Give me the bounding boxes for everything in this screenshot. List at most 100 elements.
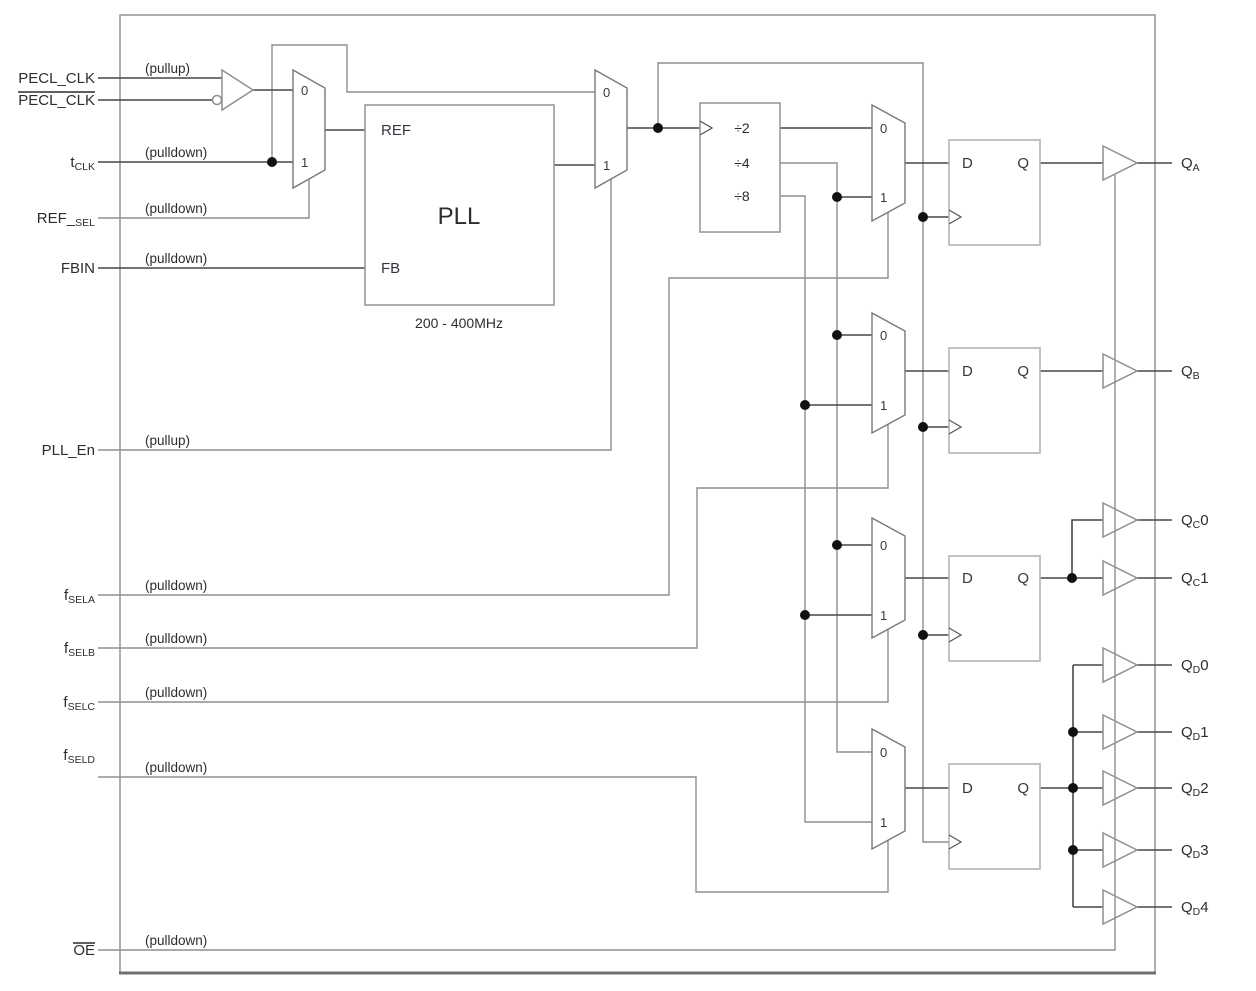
pull-fselc: (pulldown)	[145, 685, 207, 700]
output-label-qc0: QC0	[1181, 512, 1209, 531]
divider-div2-label: ÷2	[734, 120, 750, 136]
wire-clock-distribution-rail	[657, 62, 949, 843]
output-label-qa: QA	[1181, 155, 1200, 174]
output-label-qd4: QD4	[1181, 899, 1209, 918]
divider-block	[699, 102, 781, 233]
junction-div8-muxb	[800, 400, 810, 410]
divider-div4-label: ÷4	[734, 155, 750, 171]
junction-div4-muxc	[832, 540, 842, 550]
input-label-fselb: fSELB	[64, 640, 95, 659]
output-label-qd1: QD1	[1181, 724, 1209, 743]
output-buffer-qd0	[1102, 646, 1139, 684]
dffa-d-label: D	[962, 155, 973, 172]
wire-qc0-branch	[1071, 519, 1103, 578]
input-label-fselc: fSELC	[63, 694, 95, 713]
inverting-bubble-icon	[211, 94, 223, 106]
muxa-in0-label: 0	[880, 121, 887, 136]
input-label-tclk: tCLK	[70, 154, 95, 173]
muxa-in1-label: 1	[880, 190, 887, 205]
output-buffer-qd2	[1102, 769, 1139, 807]
ref-select-mux	[292, 68, 326, 190]
wire-pll-bypass-path	[271, 44, 595, 162]
input-label-fsela: fSELA	[64, 587, 95, 606]
dffb-q-label: Q	[1017, 363, 1029, 380]
wire-fselc	[98, 629, 889, 703]
junction-clk-dffb	[918, 422, 928, 432]
dff-d-clock-icon	[948, 834, 963, 850]
output-buffer-qb	[1102, 352, 1139, 390]
dffb-d-label: D	[962, 363, 973, 380]
junction-qd3	[1068, 845, 1078, 855]
divider-clock-input-icon	[699, 120, 714, 136]
dff-a	[948, 139, 1041, 246]
dffd-d-label: D	[962, 780, 973, 797]
output-buffer-qd1	[1102, 713, 1139, 751]
input-label-fseld: fSELD	[63, 747, 95, 766]
dff-b-clock-icon	[948, 419, 963, 435]
bank-a-freq-mux	[871, 103, 906, 223]
wire-fselb	[98, 424, 889, 649]
input-label-fbin: FBIN	[61, 260, 95, 277]
bank-c-freq-mux	[871, 516, 906, 640]
muxc-in0-label: 0	[880, 538, 887, 553]
pll-name-label: PLL	[438, 203, 481, 230]
pecl-input-buffer-icon	[221, 68, 255, 112]
dff-c	[948, 555, 1041, 662]
output-label-qd2: QD2	[1181, 780, 1209, 799]
dffc-d-label: D	[962, 570, 973, 587]
dffc-q-label: Q	[1017, 570, 1029, 587]
pull-fseld: (pulldown)	[145, 760, 207, 775]
junction-clk-dffa	[918, 212, 928, 222]
dff-b	[948, 347, 1041, 454]
output-label-qb: QB	[1181, 363, 1200, 382]
muxc-in1-label: 1	[880, 608, 887, 623]
pull-fsela: (pulldown)	[145, 578, 207, 593]
pull-ref-sel: (pulldown)	[145, 201, 207, 216]
bank-d-freq-mux	[871, 727, 906, 851]
muxb-in1-label: 1	[880, 398, 887, 413]
junction-clk-dffc	[918, 630, 928, 640]
junction-main-clock	[653, 123, 663, 133]
muxd-in0-label: 0	[880, 745, 887, 760]
junction-qd1	[1068, 727, 1078, 737]
pull-pll-en: (pullup)	[145, 433, 190, 448]
pull-pecl-clk: (pullup)	[145, 61, 190, 76]
muxd-in1-label: 1	[880, 815, 887, 830]
pll-ref-pin-label: REF	[381, 122, 411, 139]
wire-ref-sel	[98, 179, 310, 219]
junction-qd2	[1068, 783, 1078, 793]
wire-pll-en	[98, 179, 612, 451]
output-label-qd0: QD0	[1181, 657, 1209, 676]
pull-fselb: (pulldown)	[145, 631, 207, 646]
junction-div4-muxa	[832, 192, 842, 202]
input-label-pll-en: PLL_En	[42, 442, 95, 459]
dffd-q-label: Q	[1017, 780, 1029, 797]
wire-oe-enable-rail	[98, 175, 1116, 951]
wire-fsela	[98, 212, 889, 596]
junction-div8-muxc	[800, 610, 810, 620]
output-label-qc1: QC1	[1181, 570, 1209, 589]
input-label-pecl-clk-n: PECL_CLK	[18, 92, 95, 109]
bypassmux-in0-label: 0	[603, 85, 610, 100]
dff-c-clock-icon	[948, 627, 963, 643]
junction-div4-muxb	[832, 330, 842, 340]
wire-fseld	[98, 776, 889, 893]
pll-bypass-mux	[594, 68, 628, 190]
pll-block	[364, 104, 555, 306]
bypassmux-in1-label: 1	[603, 158, 610, 173]
wire-div4-rail	[780, 162, 872, 753]
output-buffer-qc0	[1102, 501, 1139, 539]
dff-d	[948, 763, 1041, 870]
output-buffer-qd4	[1102, 888, 1139, 926]
bank-b-freq-mux	[871, 311, 906, 435]
pll-fb-pin-label: FB	[381, 260, 400, 277]
input-label-oe: OE	[73, 942, 95, 959]
junction-qc	[1067, 573, 1077, 583]
muxb-in0-label: 0	[880, 328, 887, 343]
input-label-pecl-clk: PECL_CLK	[18, 70, 95, 87]
output-label-qd3: QD3	[1181, 842, 1209, 861]
refmux-in1-label: 1	[301, 155, 308, 170]
input-label-ref-sel: REF_SEL	[37, 210, 95, 229]
